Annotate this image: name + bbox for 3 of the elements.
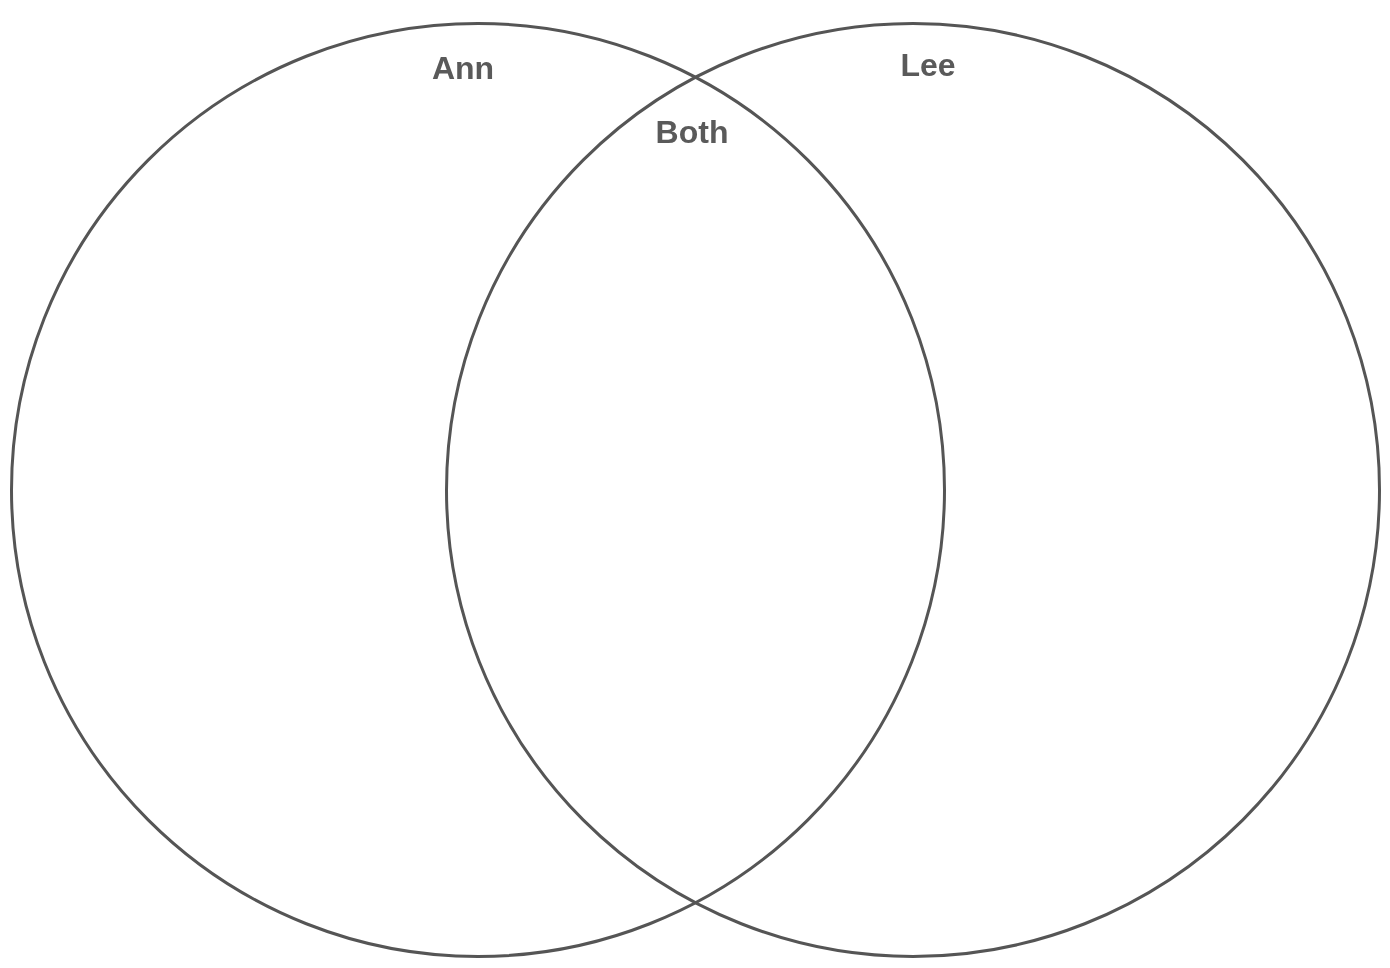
set-label: Ann bbox=[431, 52, 495, 84]
set-label: Lee bbox=[900, 49, 956, 81]
overlap-label: Both bbox=[655, 116, 729, 148]
